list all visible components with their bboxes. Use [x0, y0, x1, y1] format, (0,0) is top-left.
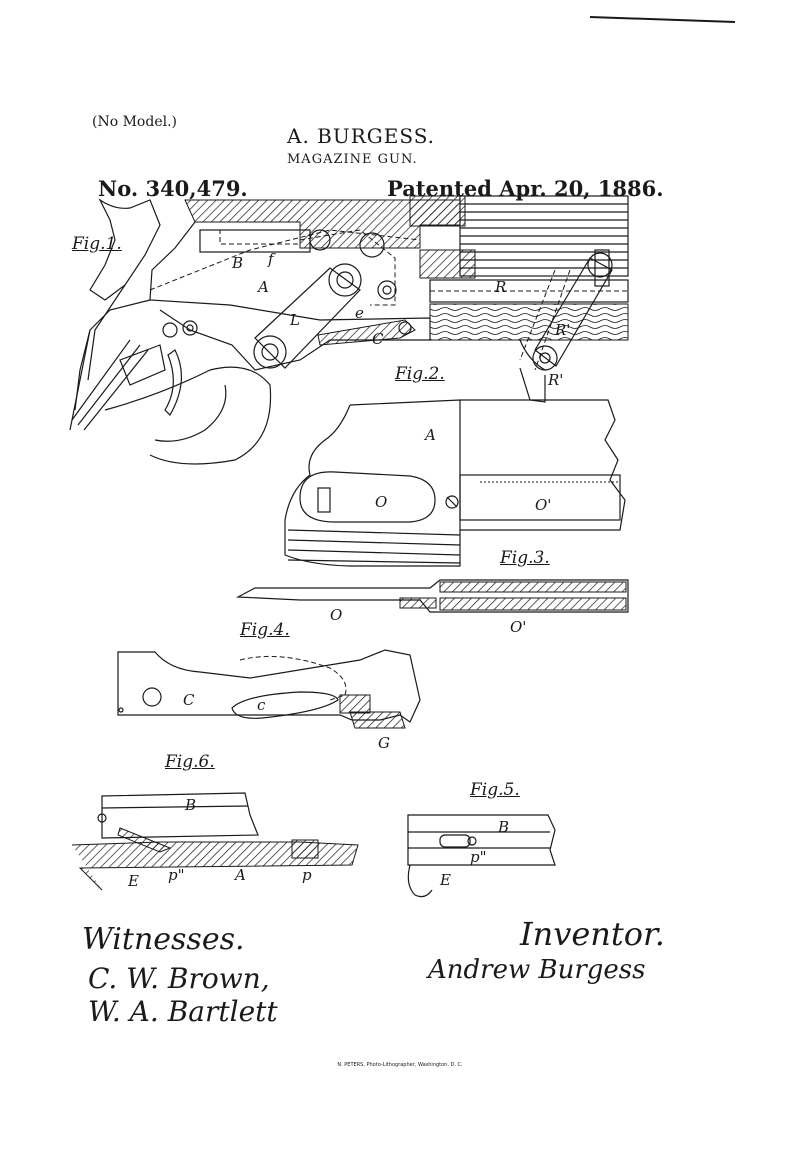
fig1-label-L: L [289, 311, 300, 329]
fig6-label-E: E [127, 872, 139, 890]
figure-1-drawing: B f A L e C R R' R' [69, 195, 629, 465]
patent-title: MAGAZINE GUN. [287, 152, 418, 167]
witnesses-label: Witnesses. [82, 922, 245, 957]
fig6-label-B: B [184, 796, 196, 814]
figure-6-drawing: B E p" A p [71, 792, 359, 891]
fig4-label-c: c [257, 696, 266, 714]
fig1-label-e: e [355, 304, 364, 322]
patent-number: No. 340,479. [98, 176, 248, 201]
fig4-label-G: G [378, 734, 390, 752]
inventor-label: Inventor. [520, 915, 665, 953]
fig2-label-A: A [423, 426, 436, 444]
fig1-label-R: R [494, 278, 506, 296]
figure-5-drawing: B p" E [407, 814, 556, 898]
inventor-name: A. BURGESS. [287, 124, 436, 148]
fig6-label-p: p [302, 866, 312, 884]
figure-1-label: Fig.1. [72, 234, 122, 254]
fig6-label-p-double: p" [168, 866, 185, 884]
figure-2-drawing: A O O' [284, 399, 626, 567]
fig2-label-O: O [375, 493, 387, 511]
fig4-label-C: C [183, 691, 195, 709]
figure-4-label: Fig.4. [240, 620, 290, 640]
figure-6-label: Fig.6. [165, 752, 215, 772]
fig2-label-O-prime: O' [535, 496, 551, 514]
witness-2-signature: W. A. Bartlett [88, 995, 278, 1028]
fig3-label-O-prime: O' [510, 618, 526, 636]
figure-3-drawing: O O' [235, 579, 629, 636]
scan-mark [589, 16, 736, 23]
inventor-signature: Andrew Burgess [428, 955, 646, 985]
figure-4-drawing: C c G [117, 649, 421, 752]
figure-5-label: Fig.5. [470, 780, 520, 800]
witness-1-signature: C. W. Brown, [88, 962, 270, 995]
fig6-label-A: A [233, 866, 246, 884]
fig1-label-R-prime-2: R' [547, 371, 563, 389]
fig3-label-O: O [330, 606, 342, 624]
fig1-label-R-prime-1: R' [554, 321, 570, 339]
fig5-label-E: E [439, 871, 451, 889]
fig1-label-f: f [267, 250, 276, 268]
figure-3-label: Fig.3. [500, 548, 550, 568]
model-note: (No Model.) [92, 114, 177, 130]
fig1-label-A: A [256, 278, 269, 296]
fig1-label-G: C [372, 330, 384, 348]
fig5-label-B: B [497, 818, 509, 836]
fig1-label-B: B [231, 254, 243, 272]
figure-2-label: Fig.2. [395, 364, 445, 384]
fig5-label-p-double: p" [470, 848, 487, 866]
printer-credit: N. PETERS, Photo-Lithographer, Washingto… [337, 1062, 463, 1068]
